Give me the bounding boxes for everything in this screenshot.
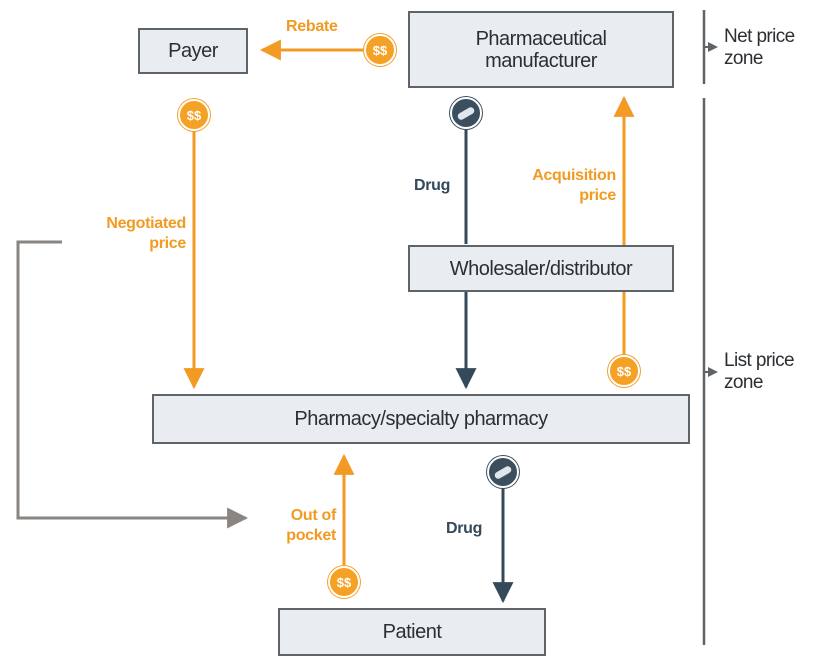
drug-lower-label: Drug [446, 520, 483, 537]
payer-label: Payer [168, 40, 218, 62]
negotiated-price-label: Negotiated price [106, 215, 186, 252]
money-icon: $$ [328, 566, 360, 598]
patient-box: Patient [278, 608, 546, 656]
payer-box: Payer [138, 28, 248, 74]
copay-connector-arrow [16, 240, 249, 529]
drug-upper-label: Drug [414, 177, 451, 194]
manufacturer-label: Pharmaceutical manufacturer [475, 27, 607, 72]
rebate-label: Rebate [286, 18, 338, 35]
pill-icon [450, 97, 482, 129]
money-icon: $$ [608, 355, 640, 387]
list-price-zone-label: List price zone [724, 350, 795, 393]
out-of-pocket-label: Out of pocket [286, 507, 336, 544]
pharmacy-box: Pharmacy/specialty pharmacy [152, 394, 690, 444]
money-icon: $$ [364, 34, 396, 66]
money-icon: $$ [178, 99, 210, 131]
manufacturer-box: Pharmaceutical manufacturer [408, 11, 674, 88]
net-price-zone-label: Net price zone [724, 26, 795, 69]
pharmacy-label: Pharmacy/specialty pharmacy [294, 408, 548, 430]
wholesaler-box: Wholesaler/distributor [408, 245, 674, 292]
patient-label: Patient [382, 621, 442, 643]
acquisition-price-label: Acquisition price [532, 167, 616, 204]
wholesaler-label: Wholesaler/distributor [449, 257, 633, 280]
pill-icon [487, 456, 519, 488]
